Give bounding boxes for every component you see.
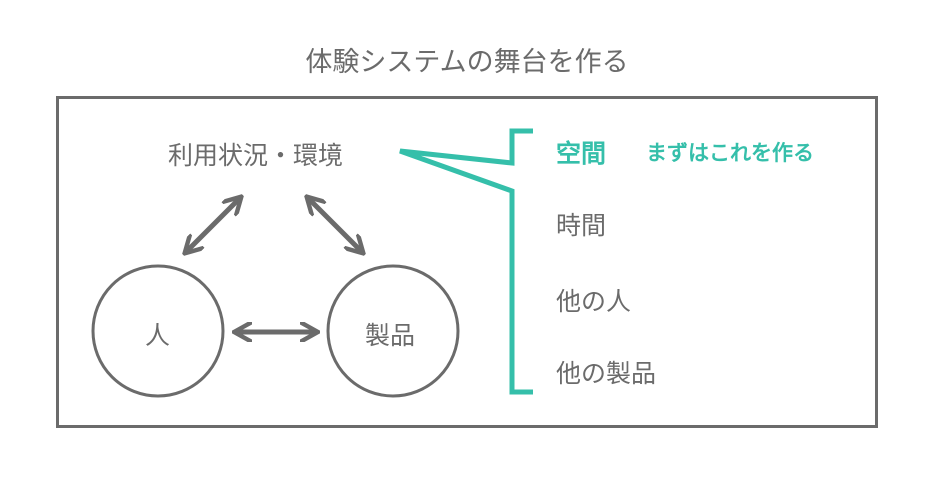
item-time: 時間 <box>556 211 607 240</box>
context-person-arrow <box>186 198 240 252</box>
product-label: 製品 <box>365 321 416 350</box>
item-other-products: 他の製品 <box>556 359 657 388</box>
item-space: 空間 <box>556 139 607 168</box>
product-circle <box>326 264 460 398</box>
person-circle <box>91 264 225 398</box>
diagram-title: 体験システムの舞台を作る <box>305 47 629 78</box>
bracket-connector <box>399 128 533 395</box>
item-other-people: 他の人 <box>556 287 632 316</box>
diagram-frame <box>56 96 878 428</box>
context-label: 利用状況・環境 <box>168 141 344 170</box>
note-label: まずはこれを作る <box>646 141 814 165</box>
context-product-arrow <box>308 198 362 252</box>
person-label: 人 <box>145 321 171 350</box>
